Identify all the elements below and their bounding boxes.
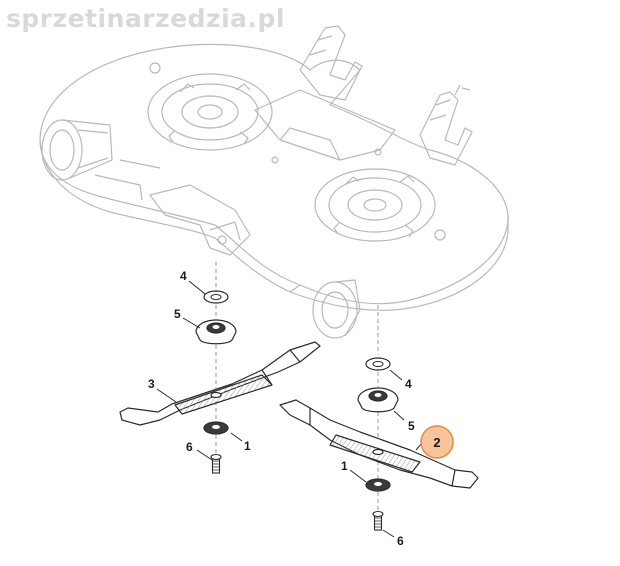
right-blade-2 [279, 399, 479, 489]
callout-5-right: 5 [408, 419, 415, 433]
callout-6-left: 6 [186, 440, 193, 454]
callout-4-left: 4 [180, 269, 187, 283]
callout-6-right: 6 [397, 534, 404, 548]
callout-2-highlight: 2 [420, 425, 454, 459]
left-bolt-6 [210, 453, 222, 474]
left-blade-adapter-5 [195, 319, 237, 345]
right-washer-1 [365, 478, 391, 492]
callout-4-right: 4 [405, 377, 412, 391]
callout-2: 2 [433, 435, 440, 450]
left-blade-3 [119, 341, 321, 426]
right-washer-4 [365, 357, 391, 371]
callout-labels: 4 5 3 1 6 4 5 2 1 6 [148, 269, 454, 548]
left-washer-4 [203, 290, 229, 304]
callout-1-right: 1 [341, 459, 348, 473]
callout-1-left: 1 [244, 439, 251, 453]
leader-lines [156, 280, 423, 538]
right-blade-adapter-5 [357, 387, 399, 413]
left-washer-1 [203, 421, 229, 435]
watermark: sprzetinarzedzia.pl [6, 4, 285, 33]
assembly-axis-lines [215, 262, 379, 512]
right-bolt-6 [372, 510, 384, 531]
mower-deck [39, 25, 509, 339]
callout-5-left: 5 [174, 307, 181, 321]
callout-3: 3 [148, 377, 155, 391]
